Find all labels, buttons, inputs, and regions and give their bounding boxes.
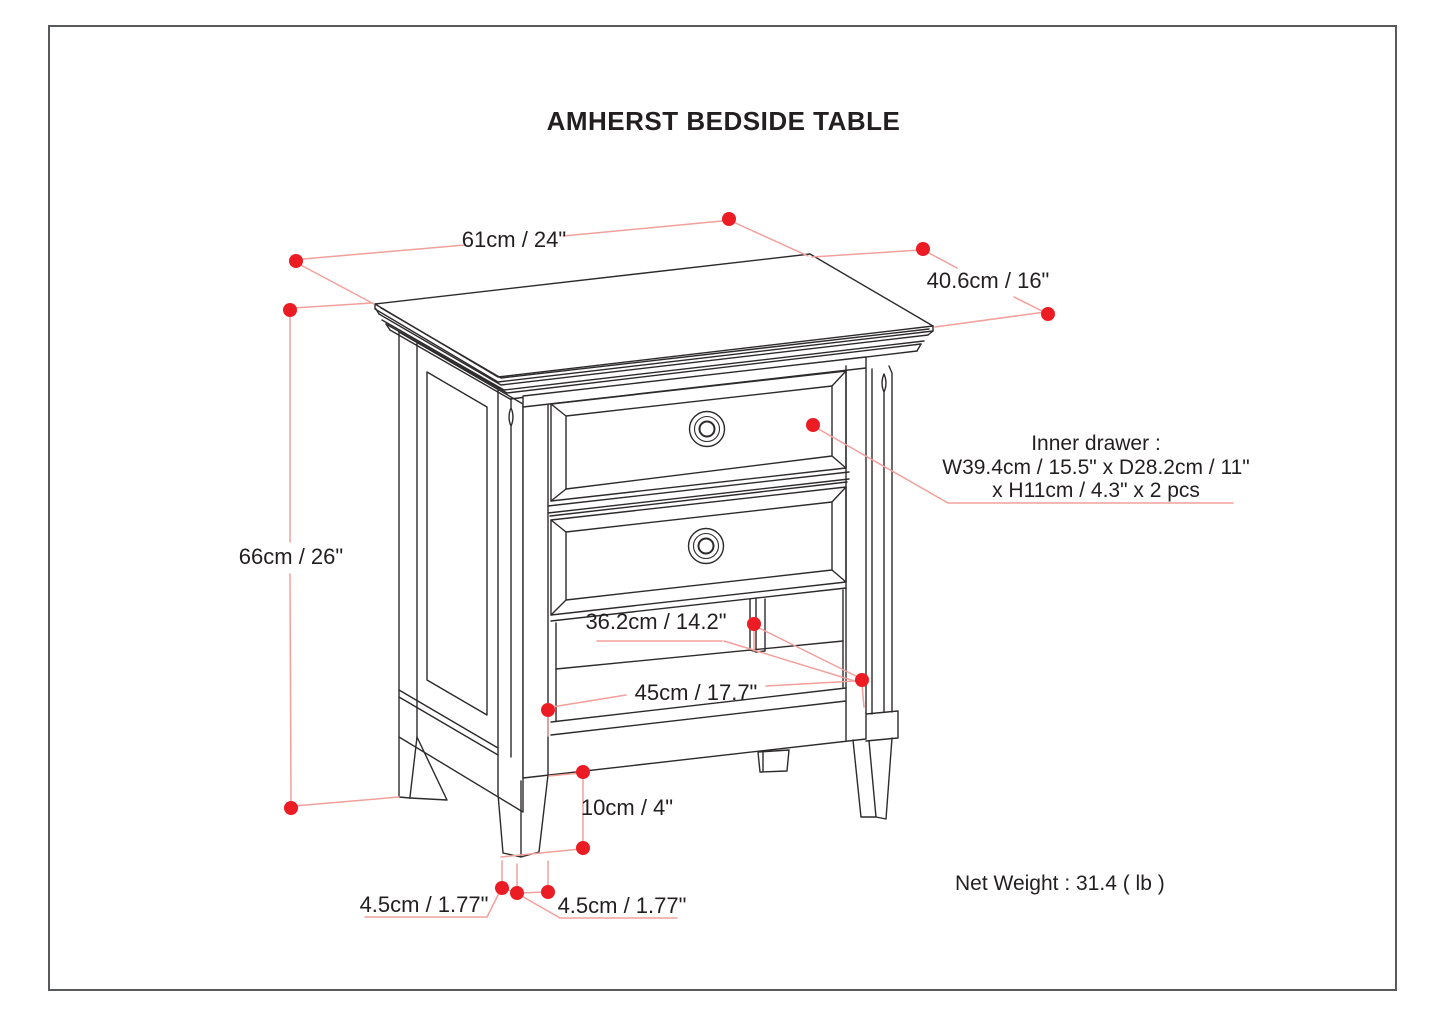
height-dim-line — [289, 302, 400, 807]
dim-dot — [510, 886, 524, 900]
left-side-panel — [398, 331, 524, 813]
top-drawer-knob — [688, 410, 726, 448]
top-drawer — [550, 370, 847, 502]
dim-dot — [747, 617, 761, 631]
inner-drawer-label-line1: W39.4cm / 15.5" x D28.2cm / 11" — [942, 456, 1249, 479]
dim-leg-side-label: 4.5cm / 1.77" — [360, 892, 489, 917]
dim-clearance-label: 10cm / 4" — [581, 795, 673, 820]
dim-dot — [1041, 307, 1055, 321]
dim-dot — [806, 418, 820, 432]
bottom-drawer-knob — [687, 527, 725, 565]
dim-shelf-opening-label: 36.2cm / 14.2" — [585, 609, 726, 634]
dim-depth-label: 40.6cm / 16" — [927, 268, 1050, 293]
width-dim-line — [296, 220, 809, 305]
dim-shelf-width-label: 45cm / 17.7" — [635, 680, 758, 705]
inner-drawer-label-line2: x H11cm / 4.3" x 2 pcs — [992, 479, 1200, 502]
tabletop — [374, 253, 934, 400]
dimension-endpoint-dots — [283, 212, 1055, 900]
bottom-drawer — [550, 486, 847, 616]
inner-drawer-leader — [814, 426, 1234, 504]
dim-dot — [541, 703, 555, 717]
dim-dot — [541, 885, 555, 899]
clearance-dim-line — [500, 772, 584, 858]
shelf-compartment — [550, 587, 847, 736]
right-post — [865, 365, 899, 742]
dim-dot — [284, 801, 298, 815]
back-left-leg — [398, 736, 448, 801]
dim-dot — [576, 765, 590, 779]
front-left-leg — [497, 774, 549, 858]
dim-dot — [495, 881, 509, 895]
dim-height-label: 66cm / 26" — [239, 544, 343, 569]
dimension-lines — [289, 220, 1234, 919]
shelf-front-edge — [550, 687, 847, 736]
inner-drawer-label-heading: Inner drawer : — [1031, 432, 1161, 455]
shelf-opening-dim-line — [596, 626, 861, 683]
left-post-chamfer — [508, 398, 514, 758]
side-recessed-panel — [426, 371, 488, 716]
page-title: AMHERST BEDSIDE TABLE — [546, 106, 901, 136]
dim-dot — [916, 242, 930, 256]
dim-width-label: 61cm / 24" — [462, 227, 566, 252]
bedside-table-drawing — [374, 253, 934, 858]
shelf-width-dim-line — [547, 680, 865, 737]
dim-dot — [722, 212, 736, 226]
dim-dot — [576, 841, 590, 855]
back-right-foot — [757, 749, 790, 773]
dim-dot — [283, 303, 297, 317]
net-weight-label: Net Weight : 31.4 ( lb ) — [955, 872, 1165, 895]
depth-dim-line — [811, 249, 1046, 328]
front-right-leg — [852, 737, 893, 820]
dim-dot — [855, 673, 869, 687]
dim-dot — [289, 254, 303, 268]
mid-rail — [547, 471, 850, 517]
dim-leg-front-label: 4.5cm / 1.77" — [558, 893, 687, 918]
leg-dim-lines — [364, 860, 678, 919]
dimension-labels: 61cm / 24" 40.6cm / 16" 66cm / 26" Inner… — [239, 227, 1250, 918]
